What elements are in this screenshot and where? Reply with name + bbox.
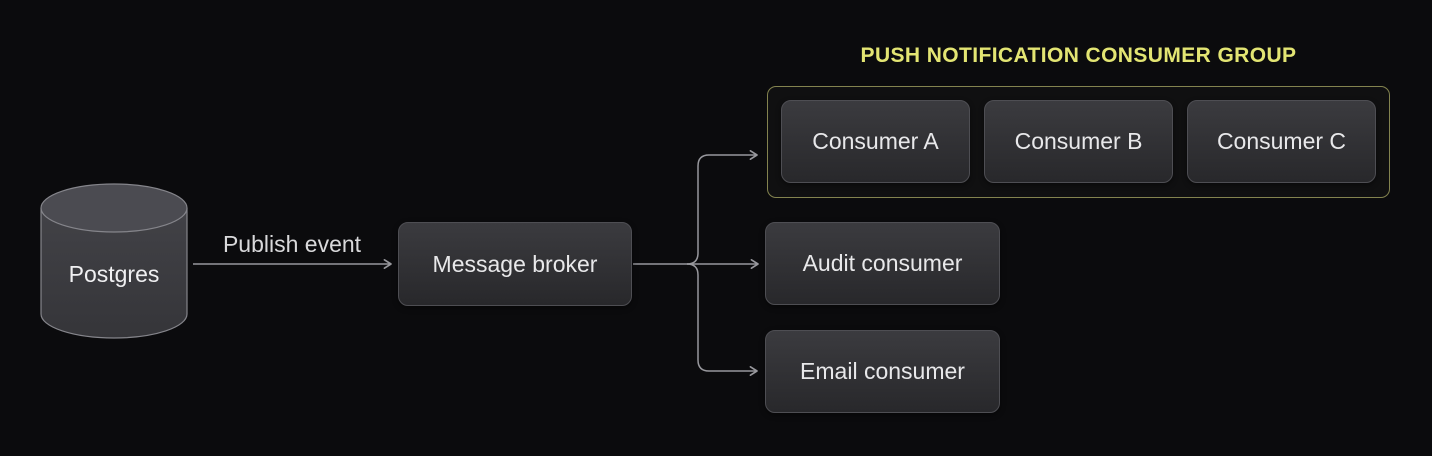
consumer-c-node: Consumer C: [1187, 100, 1376, 183]
audit-consumer-node: Audit consumer: [765, 222, 1000, 305]
consumer-a-node: Consumer A: [781, 100, 970, 183]
edge-broker-to-consumer-group-arrow: [686, 149, 758, 265]
email-consumer-node: Email consumer: [765, 330, 1000, 413]
publish-event-edge-label: Publish event: [222, 231, 362, 257]
audit-consumer-node-label: Audit consumer: [802, 250, 963, 276]
push-notification-consumer-group: Consumer A Consumer B Consumer C: [767, 86, 1390, 198]
consumer-a-node-label: Consumer A: [812, 128, 939, 154]
message-broker-node-label: Message broker: [432, 250, 598, 277]
edge-broker-to-email-arrow: [686, 263, 758, 377]
postgres-node-label: Postgres: [68, 260, 160, 287]
consumer-b-node-label: Consumer B: [1014, 128, 1143, 154]
consumer-b-node: Consumer B: [984, 100, 1173, 183]
consumer-group-title: PUSH NOTIFICATION CONSUMER GROUP: [860, 44, 1297, 67]
database-cylinder-icon: [40, 183, 188, 339]
message-broker-node: Message broker: [398, 222, 632, 306]
email-consumer-node-label: Email consumer: [800, 358, 965, 384]
consumer-c-node-label: Consumer C: [1216, 128, 1347, 154]
postgres-database-node: Postgres: [40, 182, 188, 340]
